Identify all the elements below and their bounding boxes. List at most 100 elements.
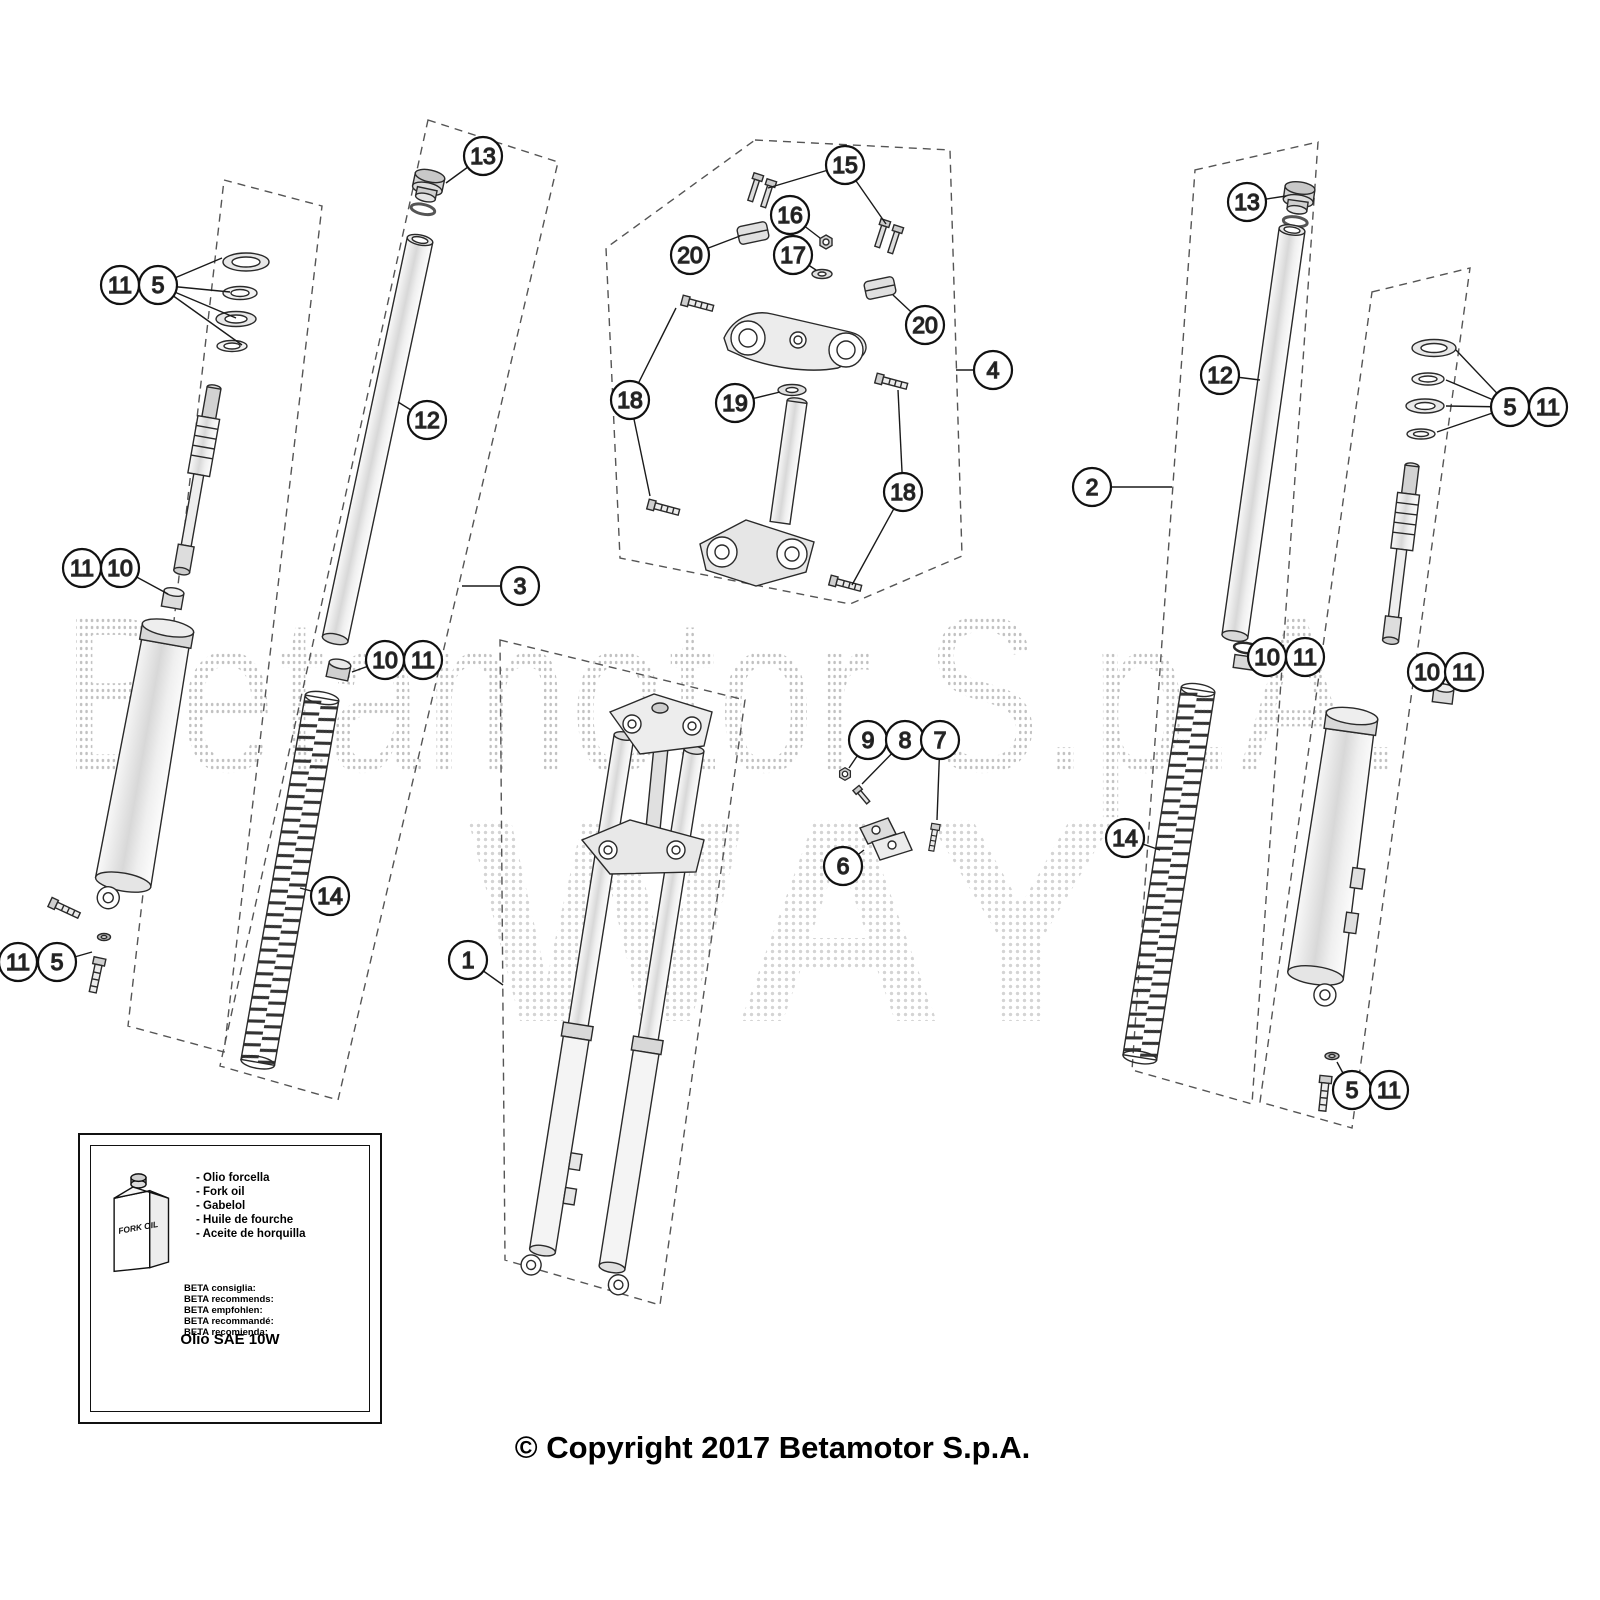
oil-name-list: - Olio forcella - Fork oil - Gabelol - H… <box>196 1171 305 1241</box>
svg-text:13: 13 <box>1234 189 1260 215</box>
right-seal-washer-stack <box>1405 338 1457 440</box>
callout-10: 10 <box>1406 651 1448 693</box>
left-seal-washer-stack <box>215 252 270 353</box>
right-spring <box>1122 682 1216 1065</box>
callout-11: 11 <box>61 547 103 589</box>
svg-text:11: 11 <box>1377 1077 1401 1103</box>
beta-recommendation-line: BETA empfohlen: <box>184 1305 263 1316</box>
svg-text:5: 5 <box>51 949 64 975</box>
svg-text:18: 18 <box>617 387 643 413</box>
svg-text:11: 11 <box>1452 659 1476 685</box>
callout-5: 5 <box>137 257 243 346</box>
left-axle-washer <box>96 932 112 942</box>
callout-10: 10 <box>1246 636 1288 678</box>
bracket-bolt <box>926 822 941 853</box>
handlebar-clamp-bolts <box>746 171 905 255</box>
left-damper-rod <box>173 384 222 576</box>
callout-11: 11 <box>0 941 39 983</box>
copyright-text: © Copyright 2017 Betamotor S.p.A. <box>514 1430 1031 1465</box>
stem-bearing-washer <box>777 383 807 397</box>
left-fork-tube <box>321 233 434 646</box>
assembled-bottom-crown <box>580 819 705 875</box>
cable-guide-bracket <box>859 817 913 861</box>
callout-18: 18 <box>609 307 677 497</box>
left-axle-bolt <box>47 896 82 921</box>
svg-text:3: 3 <box>514 573 527 599</box>
boundary-fork-assembly-group <box>499 639 746 1306</box>
callout-10: 10 <box>351 639 406 681</box>
small-nut <box>838 767 852 781</box>
svg-text:15: 15 <box>832 152 858 178</box>
svg-text:18: 18 <box>890 479 916 505</box>
svg-text:8: 8 <box>899 727 912 753</box>
beta-recommendation-line: BETA recomienda: <box>184 1327 268 1338</box>
callout-4: 4 <box>956 349 1014 391</box>
callout-2: 2 <box>1071 466 1172 508</box>
svg-text:12: 12 <box>414 407 440 433</box>
oil-name-line: - Fork oil <box>196 1186 245 1198</box>
callout-19: 19 <box>714 382 781 424</box>
svg-text:10: 10 <box>1254 644 1280 670</box>
svg-text:10: 10 <box>1414 659 1440 685</box>
oil-name-line: - Gabelol <box>196 1200 246 1212</box>
right-lower-leg <box>1287 706 1379 1007</box>
svg-text:9: 9 <box>862 727 875 753</box>
handlebar-clamp-block-left <box>736 221 770 245</box>
assembled-left-leg <box>520 731 635 1276</box>
assembled-steering-stem <box>645 745 669 831</box>
callout-14: 14 <box>1104 817 1161 859</box>
svg-text:1: 1 <box>462 947 475 973</box>
callout-17: 17 <box>772 234 817 276</box>
svg-text:4: 4 <box>987 357 1000 383</box>
stem-washer <box>811 268 833 280</box>
callout-18: 18 <box>851 389 924 586</box>
svg-text:19: 19 <box>722 390 748 416</box>
assembled-right-leg <box>598 745 705 1296</box>
handlebar-clamp-block-right <box>863 276 897 300</box>
svg-text:5: 5 <box>1346 1077 1359 1103</box>
oil-spec: Olio SAE 10W <box>180 1331 280 1348</box>
callout-8: 8 <box>861 719 926 785</box>
svg-text:20: 20 <box>677 242 703 268</box>
beta-recommendation-list: BETA consiglia: BETA recommends: BETA em… <box>184 1283 274 1338</box>
right-fork-tube <box>1221 224 1306 642</box>
beta-recommendation-line: BETA recommends: <box>184 1294 274 1305</box>
svg-text:16: 16 <box>777 202 803 228</box>
svg-text:14: 14 <box>1112 825 1138 851</box>
callout-20: 20 <box>892 294 946 346</box>
oil-name-line: - Olio forcella <box>196 1172 270 1184</box>
oil-name-line: - Huile de fourche <box>196 1214 294 1226</box>
beta-recommendation-line: BETA consiglia: <box>184 1283 256 1294</box>
left-spring <box>240 690 340 1070</box>
right-fork-cap <box>1281 181 1316 229</box>
callout-11: 11 <box>1368 1069 1410 1111</box>
callout-7: 7 <box>919 719 961 821</box>
svg-text:20: 20 <box>912 312 938 338</box>
boundary-right-leg-group <box>1259 267 1471 1129</box>
svg-text:11: 11 <box>1293 644 1317 670</box>
svg-text:13: 13 <box>470 143 496 169</box>
callout-3: 3 <box>462 565 541 607</box>
left-fork-cap <box>409 168 446 217</box>
callout-9: 9 <box>847 719 889 769</box>
svg-text:11: 11 <box>1536 394 1560 420</box>
svg-text:11: 11 <box>70 555 94 581</box>
callout-12: 12 <box>1199 354 1261 396</box>
callout-20: 20 <box>669 234 741 276</box>
assembled-top-crown <box>608 693 713 755</box>
svg-text:6: 6 <box>837 853 850 879</box>
callout-11: 11 <box>1527 386 1569 428</box>
callout-15: 15 <box>767 144 887 225</box>
left-upper-bushing <box>160 586 185 611</box>
svg-text:10: 10 <box>107 555 133 581</box>
right-drain-screw <box>1315 1074 1333 1113</box>
svg-text:11: 11 <box>411 647 435 673</box>
left-drain-screw <box>86 956 107 995</box>
beta-recommendation-line: BETA recommandé: <box>184 1316 274 1327</box>
callout-13: 13 <box>445 135 504 184</box>
callout-5: 5 <box>1436 349 1531 433</box>
callout-13: 13 <box>1226 181 1287 223</box>
callout-1: 1 <box>447 939 504 986</box>
callout-10: 10 <box>99 547 169 595</box>
